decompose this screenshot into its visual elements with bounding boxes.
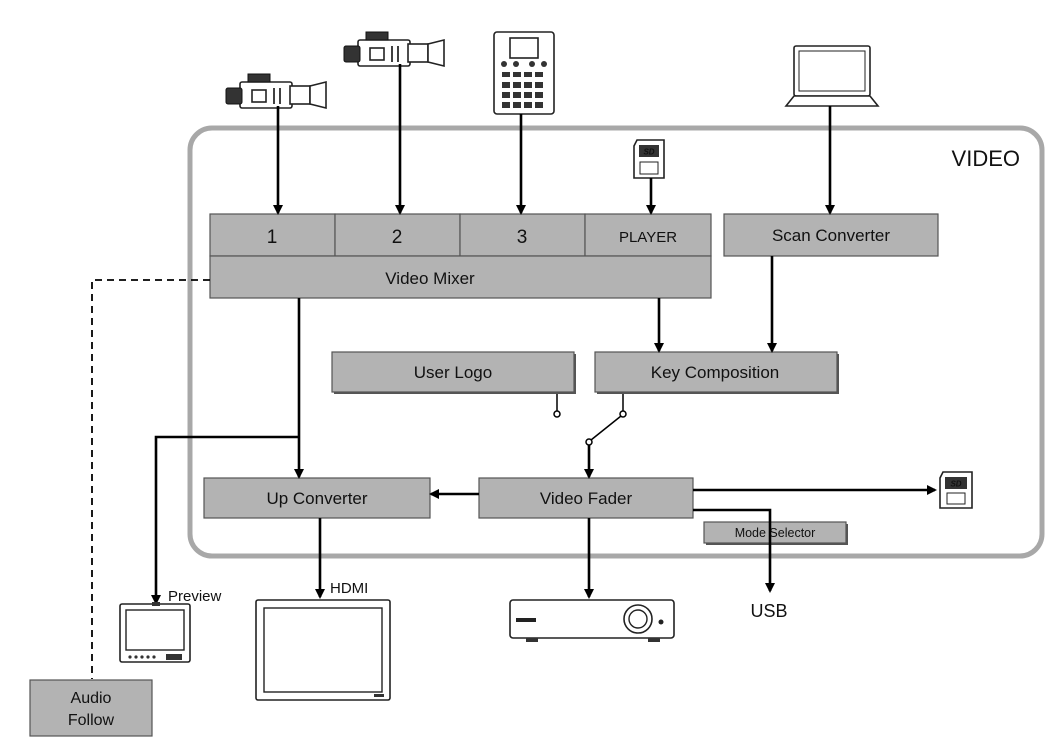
camcorder-icon [343, 31, 445, 68]
mixer-input-2 [334, 213, 461, 257]
hdmi-display-icon [255, 599, 391, 701]
scan-converter-label: Scan Converter [772, 226, 890, 245]
audio-follow-label-line1: Audio [71, 690, 112, 707]
scan-converter-block [723, 213, 939, 257]
source-switch [553, 394, 627, 479]
audio-follow-block [29, 679, 153, 737]
laptop-icon [784, 45, 880, 107]
audio-follow-label-line2: Follow [68, 712, 115, 729]
mode-selector-block: Mode Selector [703, 521, 848, 545]
remote-controller-icon [493, 31, 555, 115]
sd-card-icon: SD [633, 139, 665, 179]
mixer-input-1 [209, 213, 336, 257]
video-mixer-label: Video Mixer [385, 269, 475, 288]
usb-label: USB [750, 601, 787, 621]
up-converter-block [203, 477, 431, 519]
sd-card-icon: SD [939, 471, 973, 509]
mixer-input-player-label: PLAYER [619, 229, 677, 246]
mixer-input-1-label: 1 [267, 227, 278, 248]
mixer-input-player [584, 213, 712, 257]
user-logo-label: User Logo [414, 363, 492, 382]
preview-monitor-icon [119, 602, 191, 663]
video-group-label: VIDEO [952, 146, 1020, 171]
svg-text:SD: SD [643, 148, 654, 157]
camcorder-icon [225, 73, 327, 110]
hdmi-label: HDMI [330, 580, 368, 597]
key-composition-label: Key Composition [651, 363, 780, 382]
video-group-border [187, 125, 1045, 559]
mixer-input-3-label: 3 [517, 227, 528, 248]
mixer-input-2-label: 2 [392, 227, 403, 248]
up-converter-label: Up Converter [266, 489, 367, 508]
video-fader-label: Video Fader [540, 489, 633, 508]
preview-label: Preview [168, 588, 222, 605]
video-fader-block [478, 477, 694, 519]
svg-text:SD: SD [950, 480, 961, 489]
mixer-input-3 [459, 213, 586, 257]
key-composition-block: Key Composition [594, 351, 839, 394]
mode-selector-label: Mode Selector [735, 526, 816, 540]
mixer-to-audio-follow-dashed-line [91, 279, 210, 679]
video-mixer-block [209, 255, 712, 299]
fader-to-usb-arrow [693, 508, 775, 593]
user-logo-block: User Logo [331, 351, 576, 394]
video-mixer: 1 2 3 PLAYER Video Mixer [209, 213, 712, 299]
projector-icon [509, 599, 675, 642]
mixer-to-preview-arrow [151, 435, 299, 605]
